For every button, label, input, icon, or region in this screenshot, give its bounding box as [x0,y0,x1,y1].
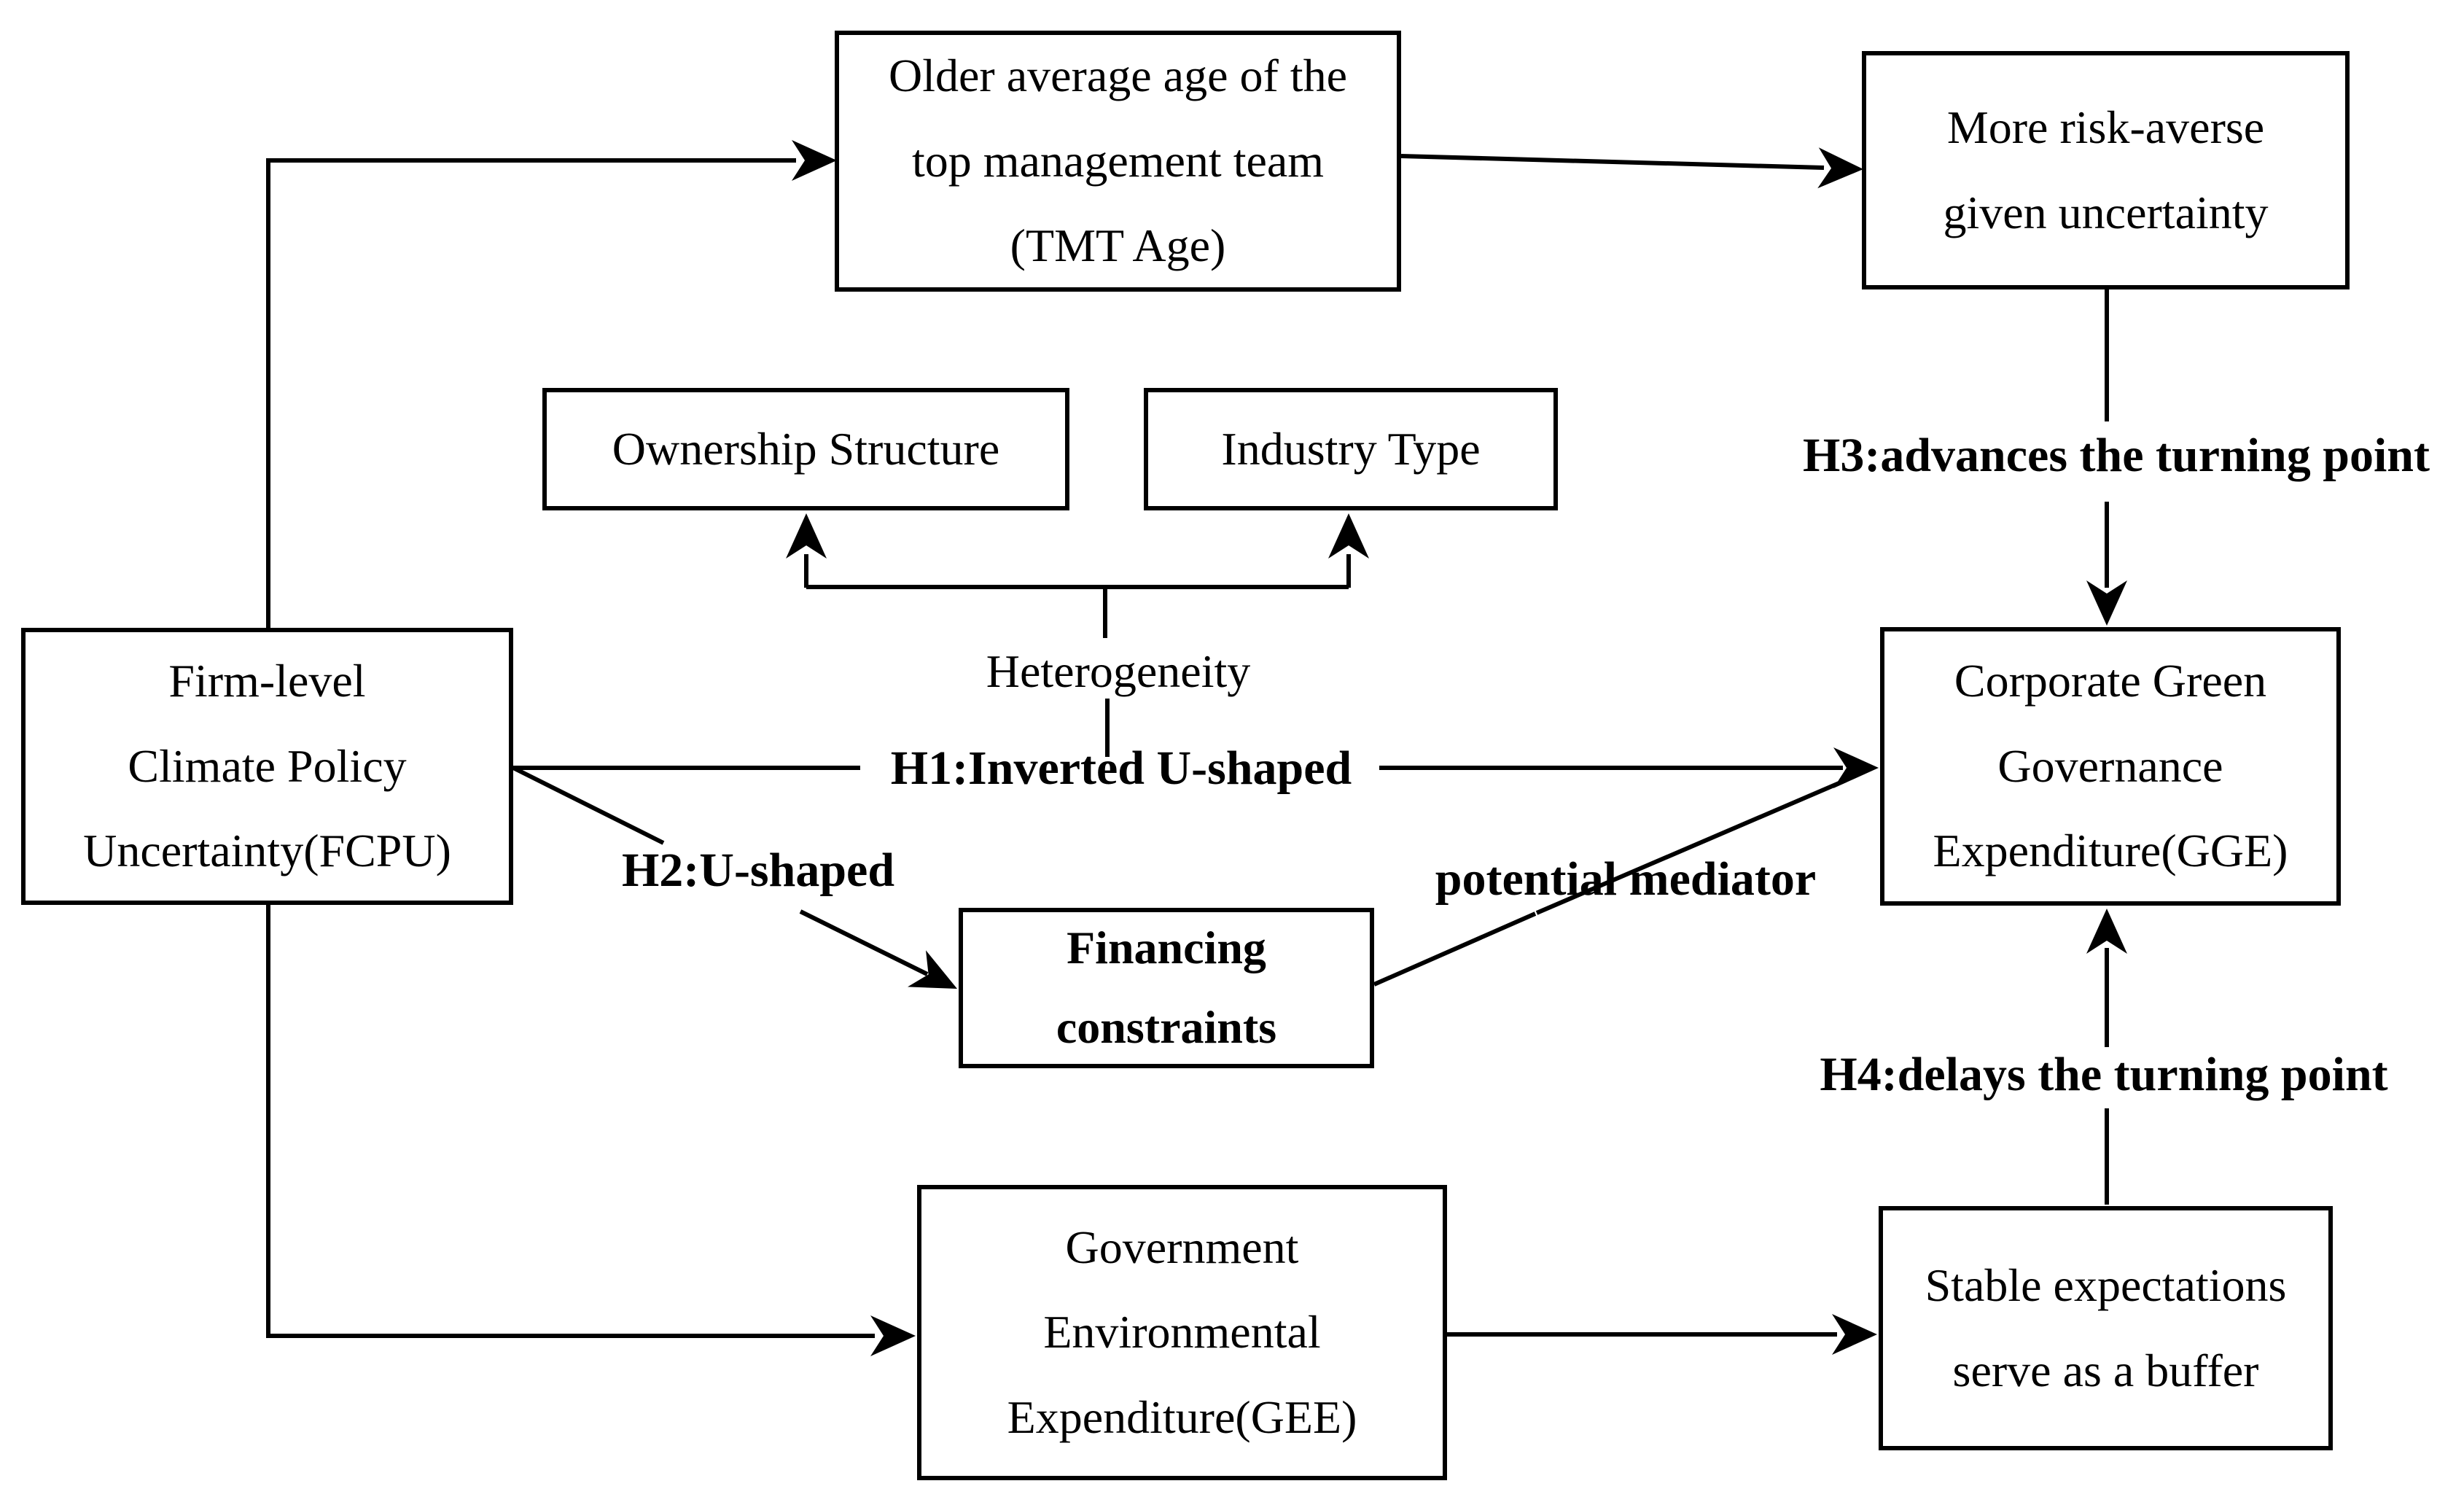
connector-fcpu-to-gee [266,905,875,1338]
arrowhead-into-ownership [786,513,827,559]
arrowhead-into-financing [908,950,957,989]
arrowhead-into-gge-top [2086,580,2127,626]
node-financing-constraints: Financing constraints [959,908,1374,1068]
label-potential-mediator: potential mediator [1435,852,1817,906]
node-fcpu: Firm-level Climate Policy Uncertainty(FC… [21,628,513,905]
node-ownership-structure: Ownership Structure [542,388,1069,510]
arrowhead-into-gee [870,1315,916,1356]
arrowhead-into-gge-bottom [2086,909,2127,954]
node-tmt-age: Older average age of the top management … [835,31,1401,292]
arrowhead-into-stable [1832,1314,1877,1355]
node-gee: Government Environmental Expenditure(GEE… [917,1185,1447,1480]
node-gge: Corporate Green Governance Expenditure(G… [1880,627,2341,906]
connector-tmt-to-risk [1400,154,1825,170]
label-heterogeneity: Heterogeneity [986,645,1251,697]
node-industry-type: Industry Type [1144,388,1558,510]
arrowhead-into-risk [1817,147,1863,189]
arrowhead-into-industry [1328,513,1369,559]
arrowhead-into-tmt [792,140,837,181]
node-risk-averse: More risk-averse given uncertainty [1862,51,2350,289]
label-h3: H3:advances the turning point [1803,429,2430,482]
connector-fcpu-to-financing-h2 [512,766,929,976]
connector-financing-to-gge-mediator [1373,778,1847,987]
label-h1: H1:Inverted U-shaped [890,742,1352,795]
label-h4: H4:delays the turning point [1820,1048,2388,1101]
arrowhead-into-gge-left [1833,747,1879,788]
heterogeneity-bracket [804,554,1351,757]
connector-fcpu-to-tmt [266,158,796,628]
label-h2: H2:U-shaped [621,844,895,897]
node-stable-expectations: Stable expectations serve as a buffer [1879,1206,2333,1450]
